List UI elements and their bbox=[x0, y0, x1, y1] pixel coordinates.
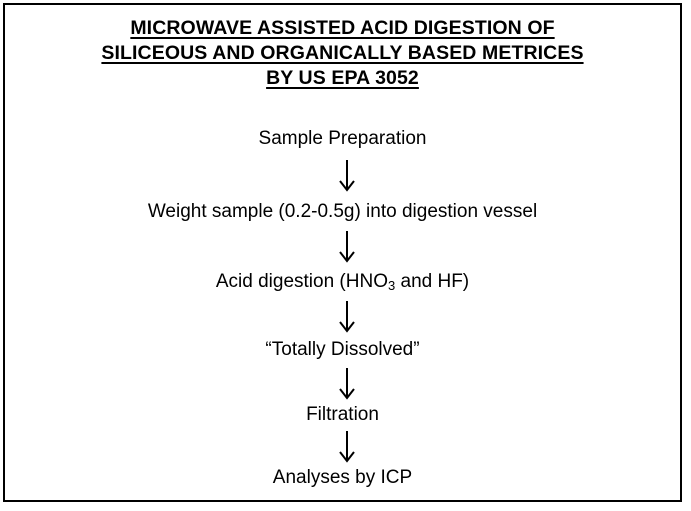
step-analyses-icp: Analyses by ICP bbox=[272, 467, 413, 488]
down-arrow-4 bbox=[339, 368, 355, 400]
title-line-3: BY US EPA 3052 bbox=[266, 67, 419, 89]
acid-digestion-prefix: Acid digestion (HNO bbox=[215, 271, 388, 292]
step-filtration: Filtration bbox=[306, 404, 379, 425]
step-acid-digestion: Acid digestion (HNO3 and HF) bbox=[5, 270, 680, 294]
title-line-2: SILICEOUS AND ORGANICALLY BASED METRICES bbox=[101, 42, 584, 64]
acid-digestion-subscript: 3 bbox=[387, 278, 396, 293]
title-line-1: MICROWAVE ASSISTED ACID DIGESTION OF bbox=[130, 17, 555, 39]
step-sample-preparation: Sample Preparation bbox=[258, 128, 427, 149]
down-arrow-2 bbox=[339, 231, 355, 263]
down-arrow-3 bbox=[339, 301, 355, 333]
down-arrow-1 bbox=[339, 160, 355, 192]
acid-digestion-suffix: and HF) bbox=[395, 271, 470, 292]
diagram-title: MICROWAVE ASSISTED ACID DIGESTION OF SIL… bbox=[5, 16, 680, 91]
diagram-frame: MICROWAVE ASSISTED ACID DIGESTION OF SIL… bbox=[3, 3, 682, 502]
down-arrow-5 bbox=[339, 431, 355, 463]
step-weigh-sample: Weight sample (0.2-0.5g) into digestion … bbox=[147, 201, 538, 222]
step-totally-dissolved: “Totally Dissolved” bbox=[265, 339, 420, 360]
